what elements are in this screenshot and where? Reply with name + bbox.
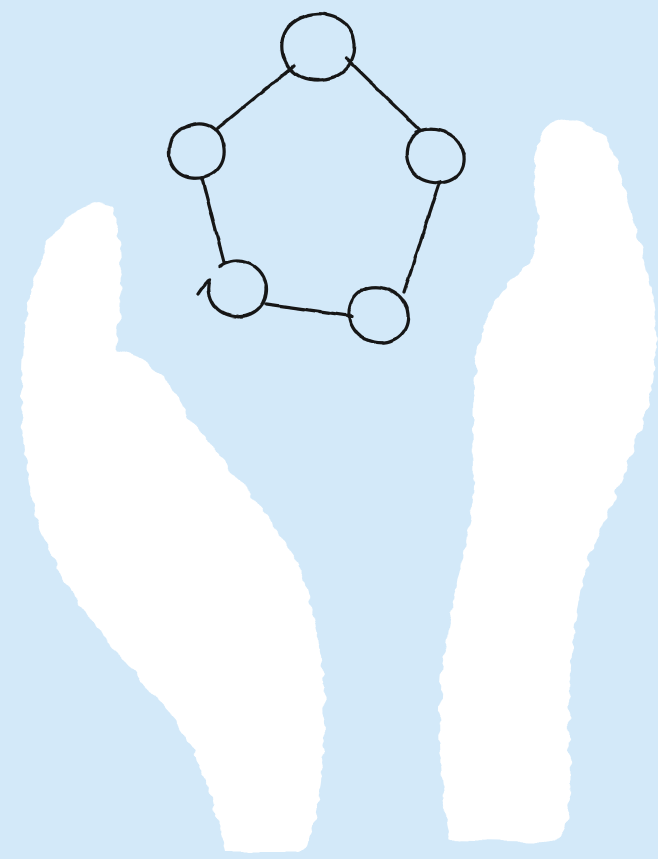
hands-holding-network-illustration [0,0,658,859]
illustration-canvas [0,0,658,859]
